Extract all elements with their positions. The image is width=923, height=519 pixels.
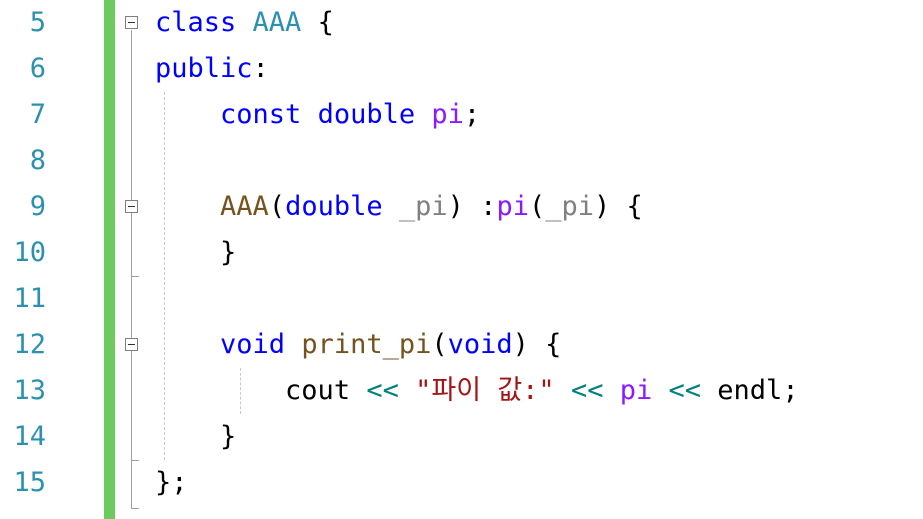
indent-guide — [164, 92, 165, 460]
code-line-5: class AAA { — [155, 0, 334, 46]
punctuation: ) { — [594, 191, 643, 222]
class-name: AAA — [252, 7, 302, 38]
keyword: class — [155, 7, 237, 38]
code-line-9: AAA(double _pi) :pi(_pi) { — [155, 184, 643, 230]
member-name: pi — [496, 191, 529, 222]
punctuation: ; — [782, 375, 799, 406]
punctuation: ( — [528, 191, 546, 222]
punctuation: ) : — [447, 191, 497, 222]
punctuation: ; — [463, 99, 481, 130]
operator: << — [366, 375, 399, 406]
member-name: pi — [431, 99, 464, 130]
punctuation: }; — [155, 467, 188, 498]
punctuation: : — [252, 53, 269, 84]
punctuation: ) { — [512, 329, 562, 360]
collapse-method-toggle[interactable] — [125, 338, 138, 351]
identifier: endl — [717, 375, 783, 406]
constructor-fold-end — [131, 276, 139, 277]
constructor-name: AAA — [220, 191, 269, 222]
function-name: print_pi — [301, 329, 432, 360]
keyword: void — [447, 329, 513, 360]
line-number: 14 — [13, 421, 46, 452]
punctuation: } — [220, 421, 237, 452]
string-literal: "파이 값:" — [415, 375, 555, 406]
keyword: double — [317, 99, 416, 130]
operator: << — [570, 375, 604, 406]
operator: << — [668, 375, 702, 406]
member-name: pi — [619, 375, 653, 406]
line-number: 9 — [29, 191, 46, 222]
indent-guide — [240, 368, 241, 414]
identifier: cout — [285, 375, 351, 406]
code-line-14: } — [155, 414, 236, 460]
code-line-6: public: — [155, 46, 269, 92]
keyword: void — [220, 329, 286, 360]
line-number: 7 — [29, 99, 46, 130]
collapse-constructor-toggle[interactable] — [125, 200, 138, 213]
code-line-15: }; — [155, 460, 188, 506]
code-line-13: cout << "파이 값:" << pi << endl; — [155, 368, 799, 414]
code-line-12: void print_pi(void) { — [155, 322, 561, 368]
line-number: 8 — [29, 145, 46, 176]
line-number: 6 — [29, 53, 46, 84]
parameter: _pi — [545, 191, 595, 222]
change-tracking-bar — [104, 0, 115, 519]
class-fold-end — [131, 508, 139, 509]
line-number: 12 — [13, 329, 46, 360]
keyword: public — [155, 53, 253, 84]
method-fold-end — [131, 460, 139, 461]
class-fold-line — [131, 30, 132, 508]
punctuation: { — [301, 7, 334, 38]
parameter: _pi — [398, 191, 448, 222]
keyword: const — [220, 99, 302, 130]
line-number: 13 — [13, 375, 46, 406]
punctuation: ( — [431, 329, 448, 360]
punctuation: } — [220, 237, 237, 268]
keyword: double — [285, 191, 383, 222]
line-number: 15 — [13, 467, 46, 498]
code-line-10: } — [155, 230, 236, 276]
punctuation: ( — [268, 191, 286, 222]
line-number: 10 — [13, 237, 46, 268]
line-number: 11 — [13, 283, 46, 314]
collapse-class-toggle[interactable] — [125, 16, 138, 29]
line-number: 5 — [29, 7, 46, 38]
code-line-7: const double pi; — [155, 92, 480, 138]
